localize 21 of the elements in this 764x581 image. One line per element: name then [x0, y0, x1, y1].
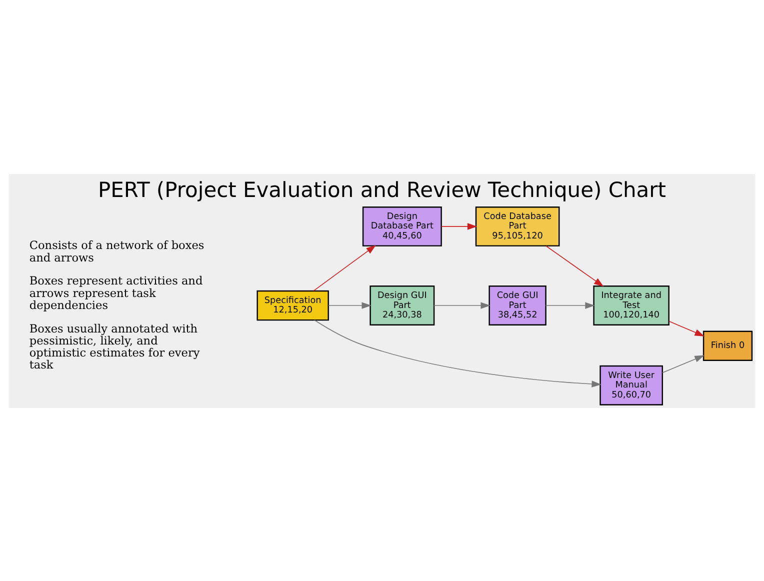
arrow — [662, 354, 704, 373]
arrow — [314, 319, 602, 387]
node-box: Specification 12,15,20 — [256, 290, 329, 320]
node-box: Code GUI Part 38,45,52 — [488, 285, 546, 325]
label: Boxes usually annotated with pessimistic, likely, and optimistic estimates for every task — [29, 322, 200, 372]
diagram-title: PERT (Project Evaluation and Review Technique) Chart — [98, 178, 666, 202]
arrow — [313, 244, 376, 291]
arrow — [668, 320, 704, 336]
node-box: Design Database Part 40,45,60 — [362, 206, 442, 246]
label: Boxes represent activities and arrows represent task dependencies — [29, 274, 203, 312]
arrow — [546, 245, 604, 286]
arrow — [545, 302, 595, 308]
label: Consists of a network of boxes and arrows — [29, 238, 204, 264]
node-box: Code Database Part 95,105,120 — [475, 206, 560, 246]
arrow — [434, 302, 490, 308]
node-box: Write User Manual 50,60,70 — [600, 364, 663, 405]
node-box: Finish 0 — [702, 330, 753, 360]
node-box: Design GUI Part 24,30,38 — [370, 285, 435, 325]
arrow — [441, 222, 478, 230]
node-box: Integrate and Test 100,120,140 — [593, 285, 670, 325]
arrow — [328, 302, 372, 308]
